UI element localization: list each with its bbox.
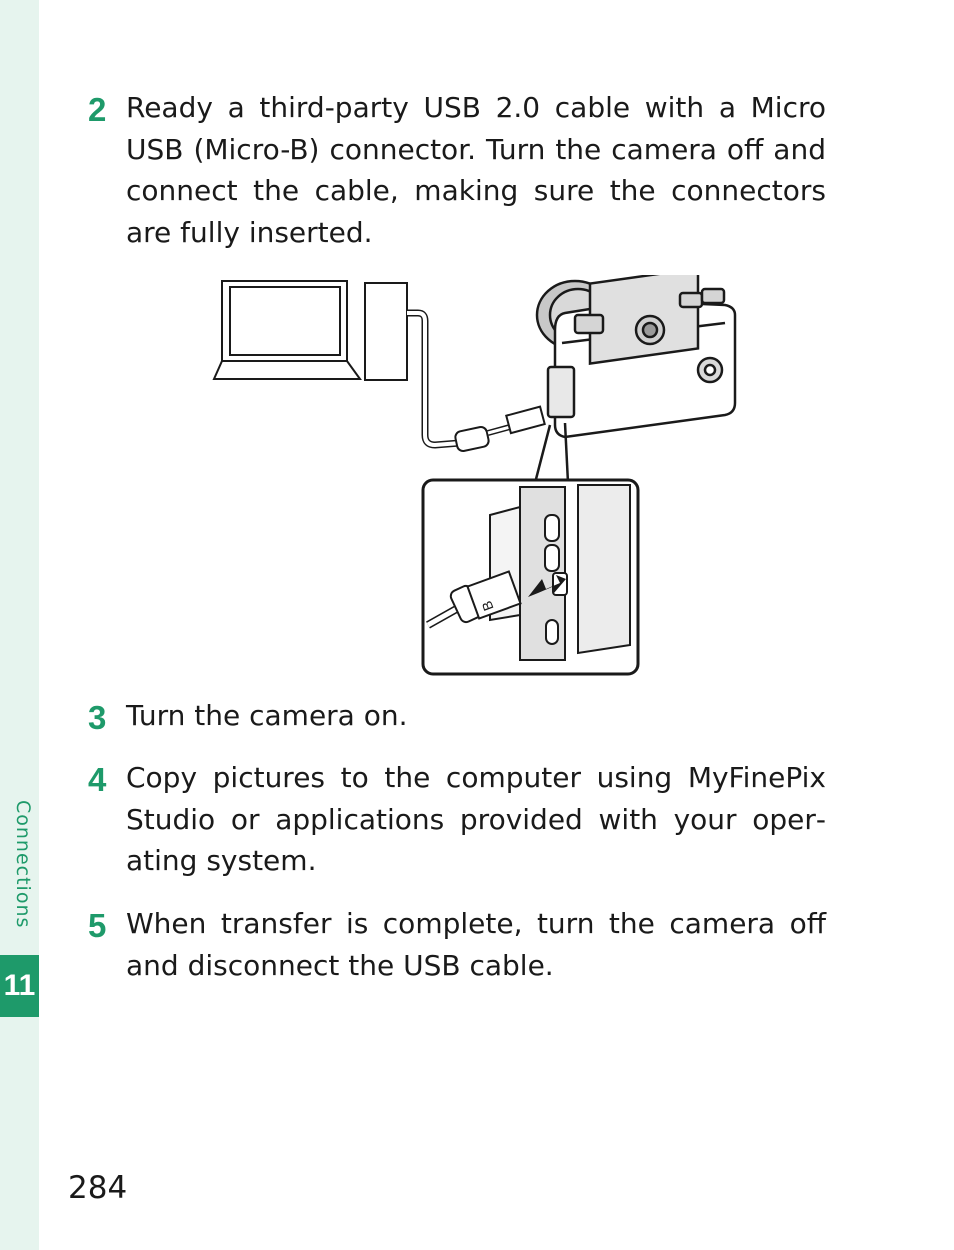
chapter-tab: 11 bbox=[0, 955, 39, 1017]
camera-icon bbox=[535, 266, 737, 439]
step-number: 5 bbox=[88, 907, 107, 944]
usb-connector-detail-icon: B bbox=[421, 478, 640, 676]
tower-icon bbox=[364, 282, 408, 381]
step-text: Ready a third-party USB 2.0 cable with a… bbox=[126, 91, 826, 249]
step-number: 4 bbox=[88, 761, 107, 798]
step-4: 4 Copy pictures to the computer using My… bbox=[82, 757, 842, 882]
sidebar-strip bbox=[0, 0, 39, 1250]
step-5: 5 When transfer is complete, turn the ca… bbox=[82, 903, 842, 986]
callout-lines bbox=[533, 422, 570, 484]
page-number: 284 bbox=[68, 1170, 128, 1206]
step-number: 3 bbox=[88, 699, 107, 736]
insert-arrow-icon bbox=[528, 575, 566, 597]
step-3: 3 Turn the camera on. bbox=[82, 695, 842, 737]
step-text: Copy pictures to the computer using MyFi… bbox=[126, 761, 826, 877]
step-number: 2 bbox=[88, 91, 107, 128]
step-2: 2 Ready a third-party USB 2.0 cable with… bbox=[82, 87, 842, 253]
step-text: Turn the camera on. bbox=[126, 699, 408, 732]
step-text: When transfer is complete, turn the came… bbox=[126, 907, 826, 982]
laptop-icon bbox=[212, 280, 362, 380]
usb-cable-icon bbox=[407, 309, 546, 452]
section-label: Connections bbox=[12, 800, 34, 929]
usb-connection-illustration: B bbox=[210, 266, 745, 680]
